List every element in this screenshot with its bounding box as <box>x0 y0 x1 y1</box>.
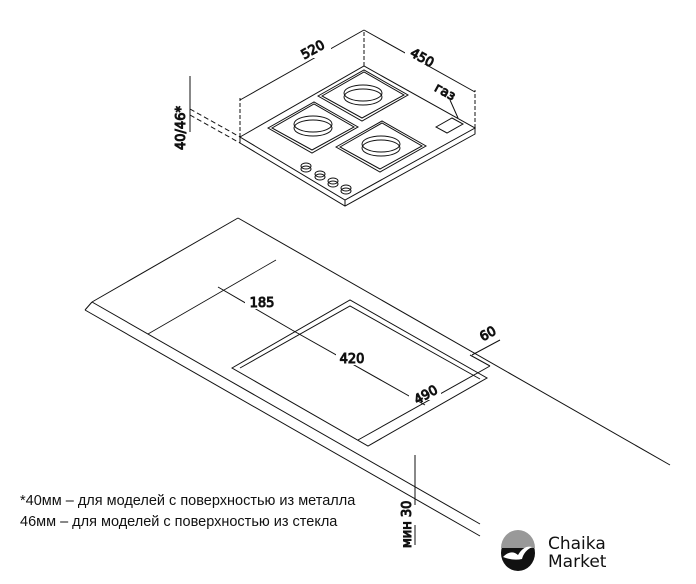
hob-dimension-lines <box>239 30 476 137</box>
gas-label: газ <box>432 81 458 105</box>
dim-hob-width: 520 <box>299 38 328 63</box>
hob <box>239 65 477 207</box>
logo-text-line1: Chaika <box>548 534 606 554</box>
burner-front <box>361 139 401 157</box>
note-metal: *40мм – для моделей с поверхностью из ме… <box>20 493 356 509</box>
countertop <box>84 217 671 537</box>
logo-icon <box>501 530 535 571</box>
dim-cutout-offset: 185 <box>250 296 275 311</box>
cutout <box>230 299 489 447</box>
dim-hob-height: 40/46* <box>174 106 189 150</box>
burner-back <box>343 88 383 106</box>
dim-min-thickness: мин 30 <box>400 501 415 548</box>
dim-back-margin: 60 <box>477 324 499 345</box>
dim-cutout-width: 420 <box>340 352 365 367</box>
knobs <box>300 162 352 195</box>
burner-left <box>293 119 333 137</box>
logo-text-line2: Market <box>548 552 607 572</box>
gas-inlet <box>434 117 465 134</box>
note-glass: 46мм – для моделей с поверхностью из сте… <box>20 514 338 530</box>
